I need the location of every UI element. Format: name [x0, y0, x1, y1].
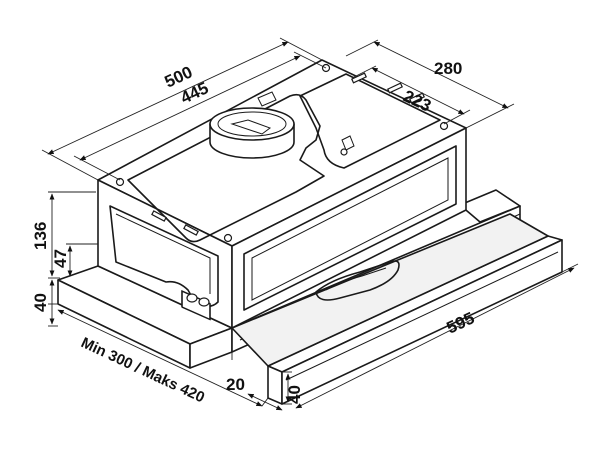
dimension-40-base: 40: [31, 293, 50, 312]
dimension-20: 20: [226, 375, 245, 394]
dimension-136: 136: [31, 222, 50, 250]
dimension-47: 47: [51, 249, 70, 268]
dimension-280: 280: [434, 59, 462, 78]
dimension-lines: [41, 37, 579, 411]
dimension-40-front: 40: [285, 385, 304, 404]
exhaust-collar: [209, 107, 295, 159]
